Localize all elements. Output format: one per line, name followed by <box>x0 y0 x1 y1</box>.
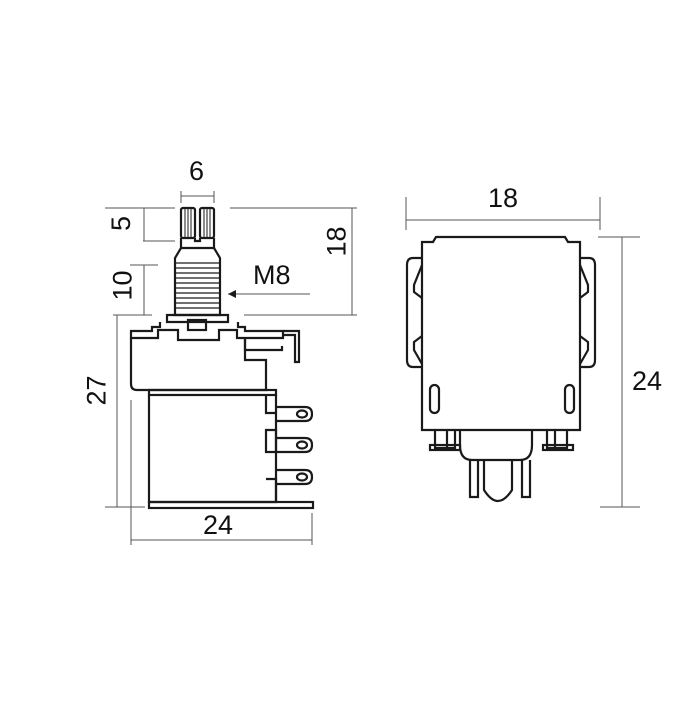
dim-front-height-label: 24 <box>632 366 663 396</box>
dim-bushing-length-label: 10 <box>107 270 138 301</box>
dim-knurl-length-label: 5 <box>106 215 137 232</box>
side-view <box>129 206 315 510</box>
front-body-outline <box>420 235 582 432</box>
dim-front-width-label: 18 <box>488 183 519 213</box>
side-dimension-lines <box>105 191 357 545</box>
dim-body-width-label: 24 <box>203 510 234 540</box>
pot-flange <box>129 313 301 392</box>
front-view <box>405 235 597 503</box>
switch-body <box>147 388 315 510</box>
dim-thread-label: M8 <box>253 260 291 290</box>
threaded-bushing <box>173 247 222 317</box>
front-dimension-lines <box>405 197 640 508</box>
dim-body-height-label: 27 <box>81 375 112 406</box>
knurled-shaft <box>179 206 216 250</box>
dim-shaft-diameter-label: 6 <box>189 156 205 186</box>
dim-shaft-total-label: 18 <box>321 226 352 257</box>
